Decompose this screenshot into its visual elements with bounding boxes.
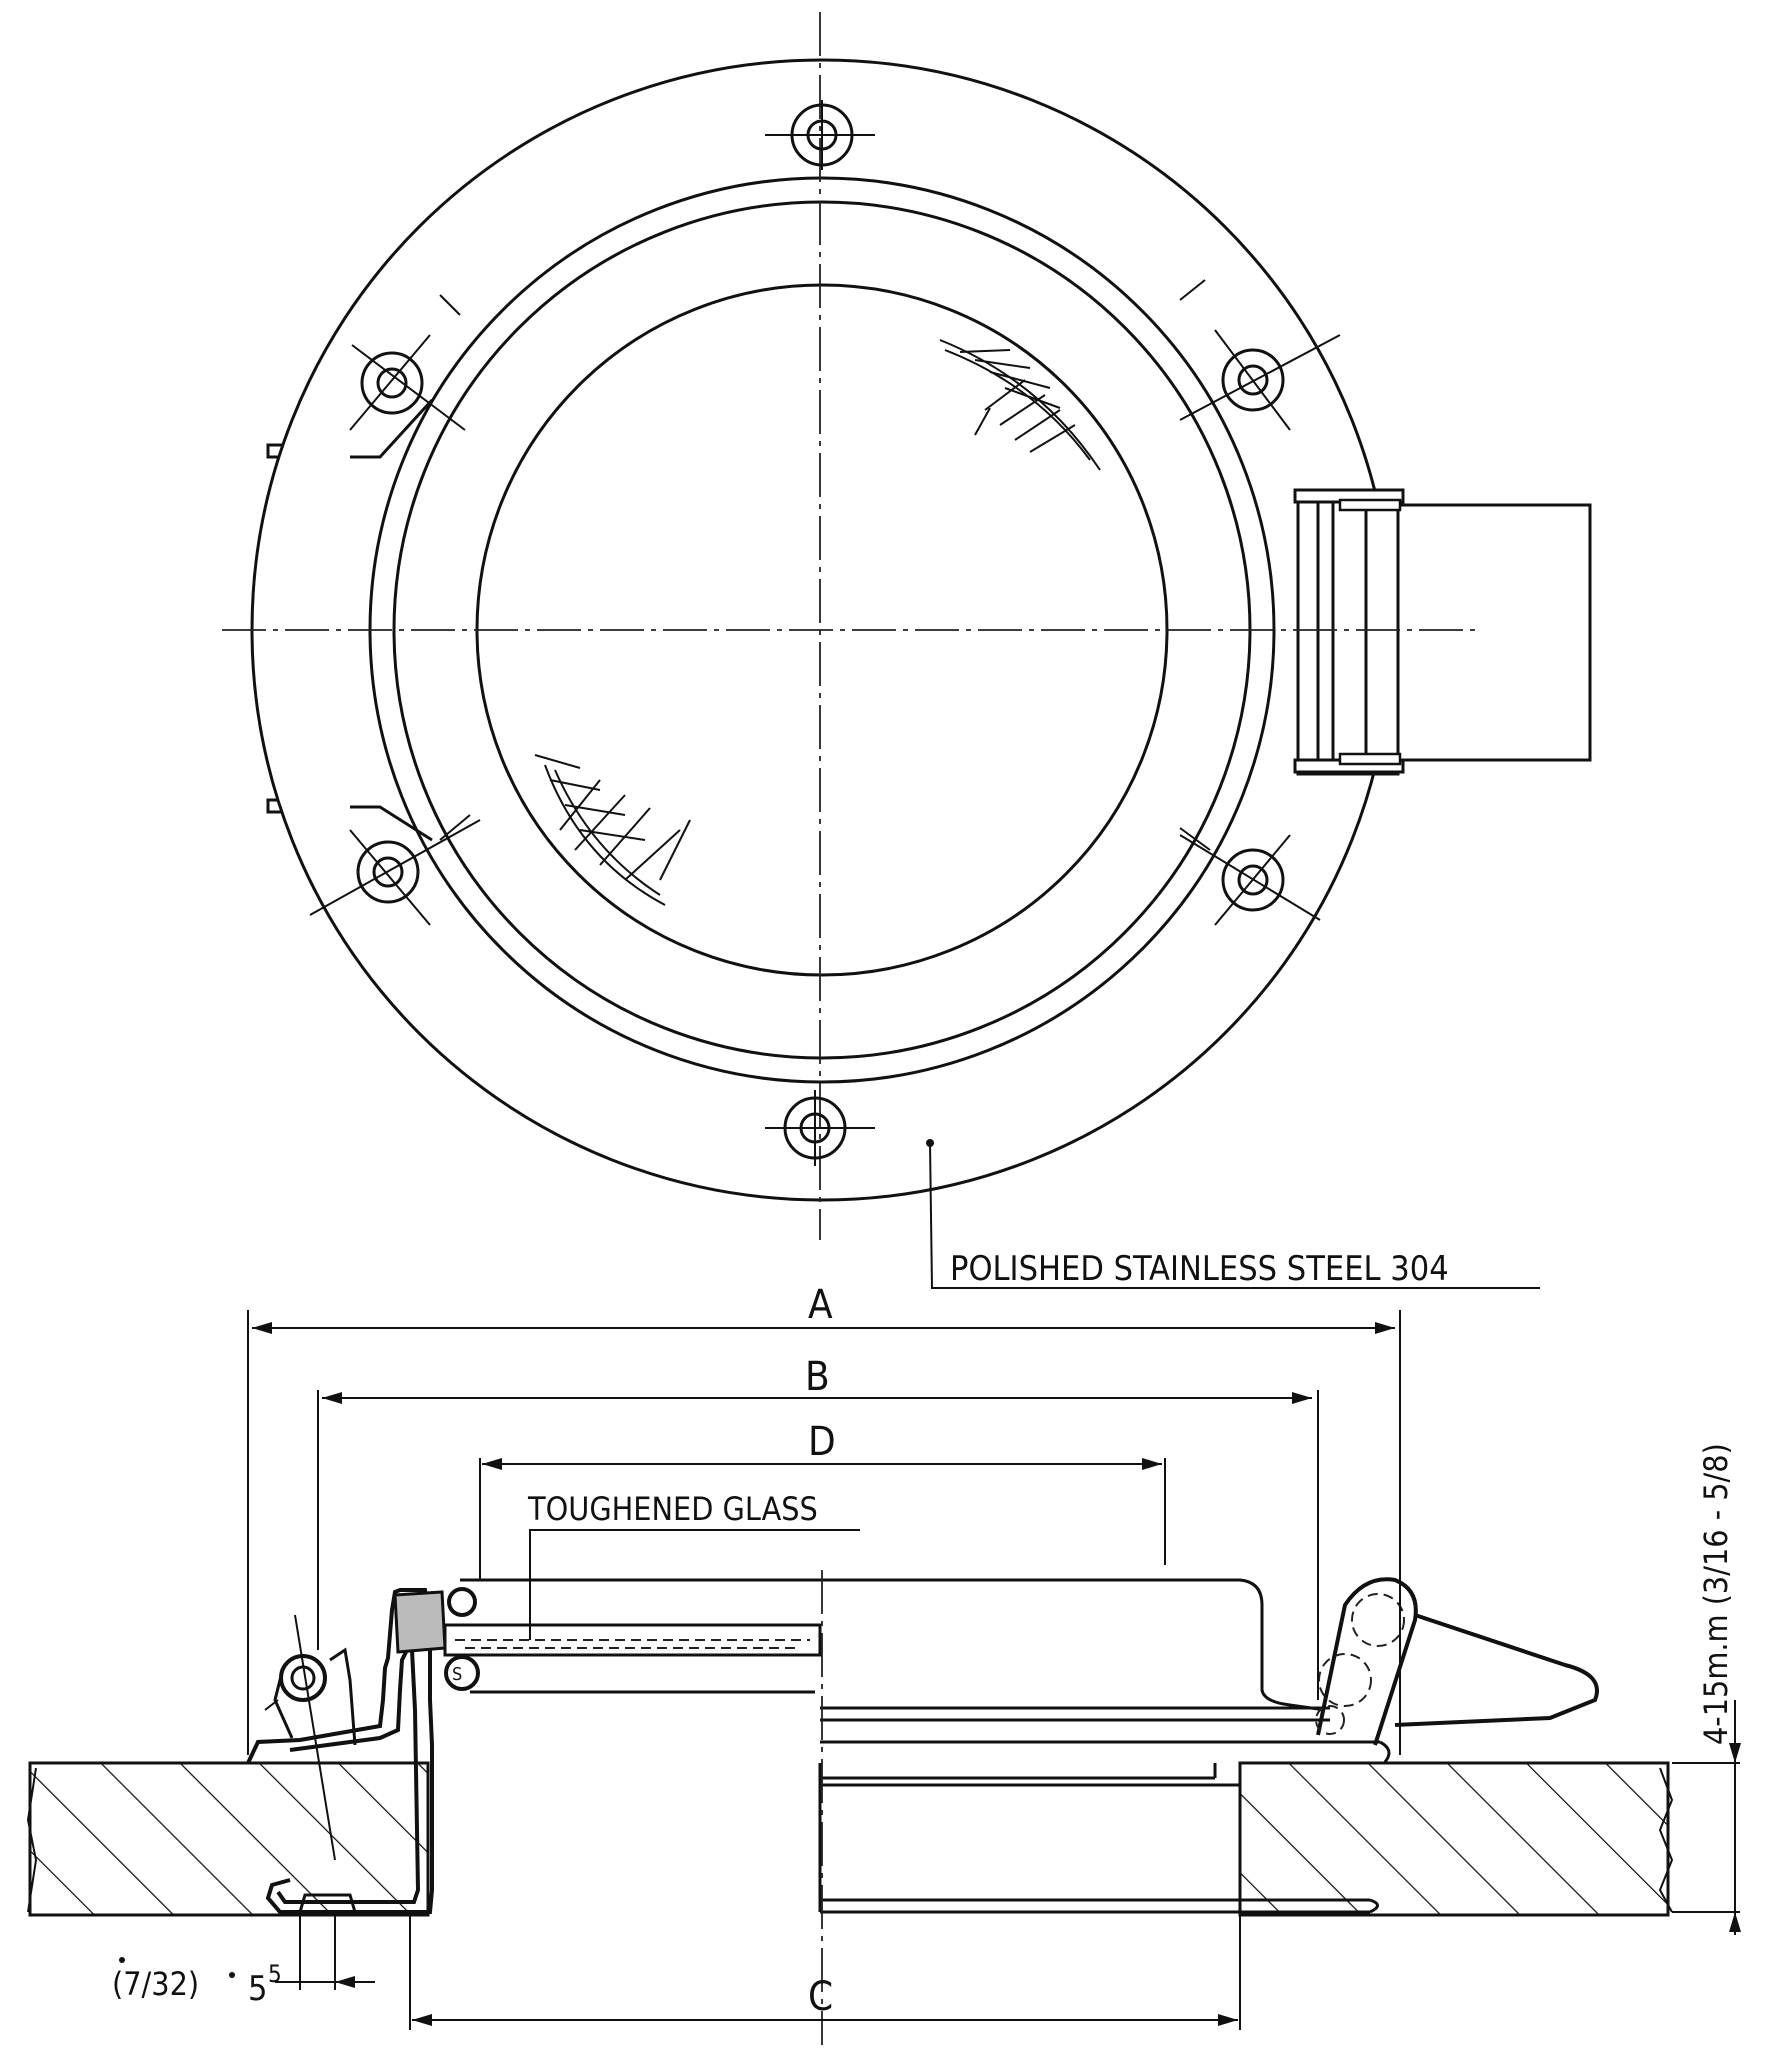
dimension-arrows (252, 1322, 1741, 2026)
bolt-upper-right (1179, 329, 1341, 431)
section-view: S (26, 1282, 1741, 2045)
svg-text:S: S (452, 1664, 462, 1685)
gasket (393, 1590, 447, 1654)
glass-reflection-bottom (534, 754, 691, 906)
hole-size-mm-sup: 5 (268, 1960, 282, 1988)
dim-b-label: B (805, 1354, 830, 1400)
bolt-upper-left (349, 334, 466, 431)
dim-a-label: A (808, 1282, 833, 1328)
frame-profile-left (246, 1588, 434, 1914)
dog-clamp-section (1315, 1577, 1599, 1746)
glass-reflection-top (939, 339, 1101, 471)
material-label: POLISHED STAINLESS STEEL 304 (950, 1249, 1449, 1289)
thickness-label: 4-15m.m (3/16 - 5/8) (1697, 1443, 1735, 1745)
right-dog-clamp (1293, 488, 1592, 776)
dim-c-label: C (808, 1974, 833, 2020)
bolt-top (790, 100, 854, 170)
dim-d-label: D (808, 1419, 836, 1465)
glass-label: TOUGHENED GLASS (527, 1490, 818, 1528)
plan-view: POLISHED STAINLESS STEEL 304 (222, 12, 1592, 1289)
deck-plate-left (28, 1761, 430, 1917)
hole-size-mm-label: 5 (248, 1969, 267, 2009)
bolt-bottom (783, 1090, 847, 1166)
bolt-lower-left (309, 819, 481, 926)
bolt-lower-right (1179, 834, 1321, 926)
frame-profile-right (460, 1578, 1326, 1712)
deck-plate-right (1238, 1761, 1670, 1917)
hole-size-inch-label: (7/32) (112, 1965, 199, 2003)
dimension-lines (247, 1310, 1740, 2030)
